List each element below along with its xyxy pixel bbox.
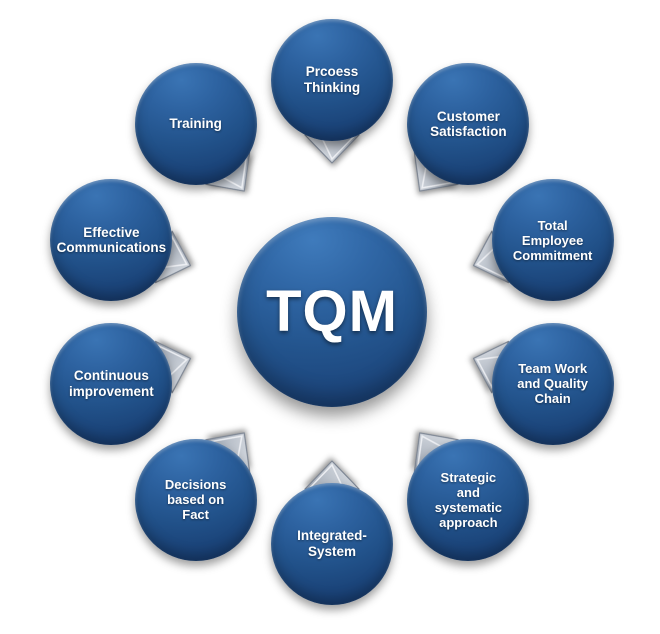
node-label-integrated-system: Integrated- System — [297, 528, 367, 559]
node-integrated-system[interactable]: Integrated- System — [271, 483, 393, 605]
center-node-label: TQM — [266, 279, 398, 345]
node-label-training: Training — [169, 116, 222, 132]
node-decisions-based-on-fact[interactable]: Decisions based on Fact — [134, 438, 257, 561]
node-label-team-work-quality-chain: Team Work and Quality Chain — [517, 361, 589, 407]
node-label-effective-communications: Effective Communications — [56, 224, 167, 256]
node-total-employee-commitment[interactable]: Total Employee Commitment — [491, 179, 614, 302]
node-training[interactable]: Training — [134, 63, 257, 186]
node-strategic-systematic-approach[interactable]: Strategic and systematic approach — [407, 438, 530, 561]
node-effective-communications[interactable]: Effective Communications — [50, 179, 173, 302]
node-team-work-quality-chain[interactable]: Team Work and Quality Chain — [491, 322, 614, 445]
node-label-strategic-systematic-approach: Strategic and systematic approach — [434, 469, 502, 530]
node-label-continuous-improvement: Continuous improvement — [68, 368, 154, 399]
node-label-total-employee-commitment: Total Employee Commitment — [512, 217, 593, 263]
node-continuous-improvement[interactable]: Continuous improvement — [50, 322, 173, 445]
node-label-customer-satisfaction: Customer Satisfaction — [430, 108, 507, 140]
center-node-tqm[interactable]: TQM — [237, 217, 427, 407]
node-process-thinking[interactable]: Prcoess Thinking — [271, 19, 393, 141]
node-customer-satisfaction[interactable]: Customer Satisfaction — [407, 63, 530, 186]
node-label-decisions-based-on-fact: Decisions based on Fact — [164, 477, 227, 523]
node-label-process-thinking: Prcoess Thinking — [303, 64, 361, 95]
